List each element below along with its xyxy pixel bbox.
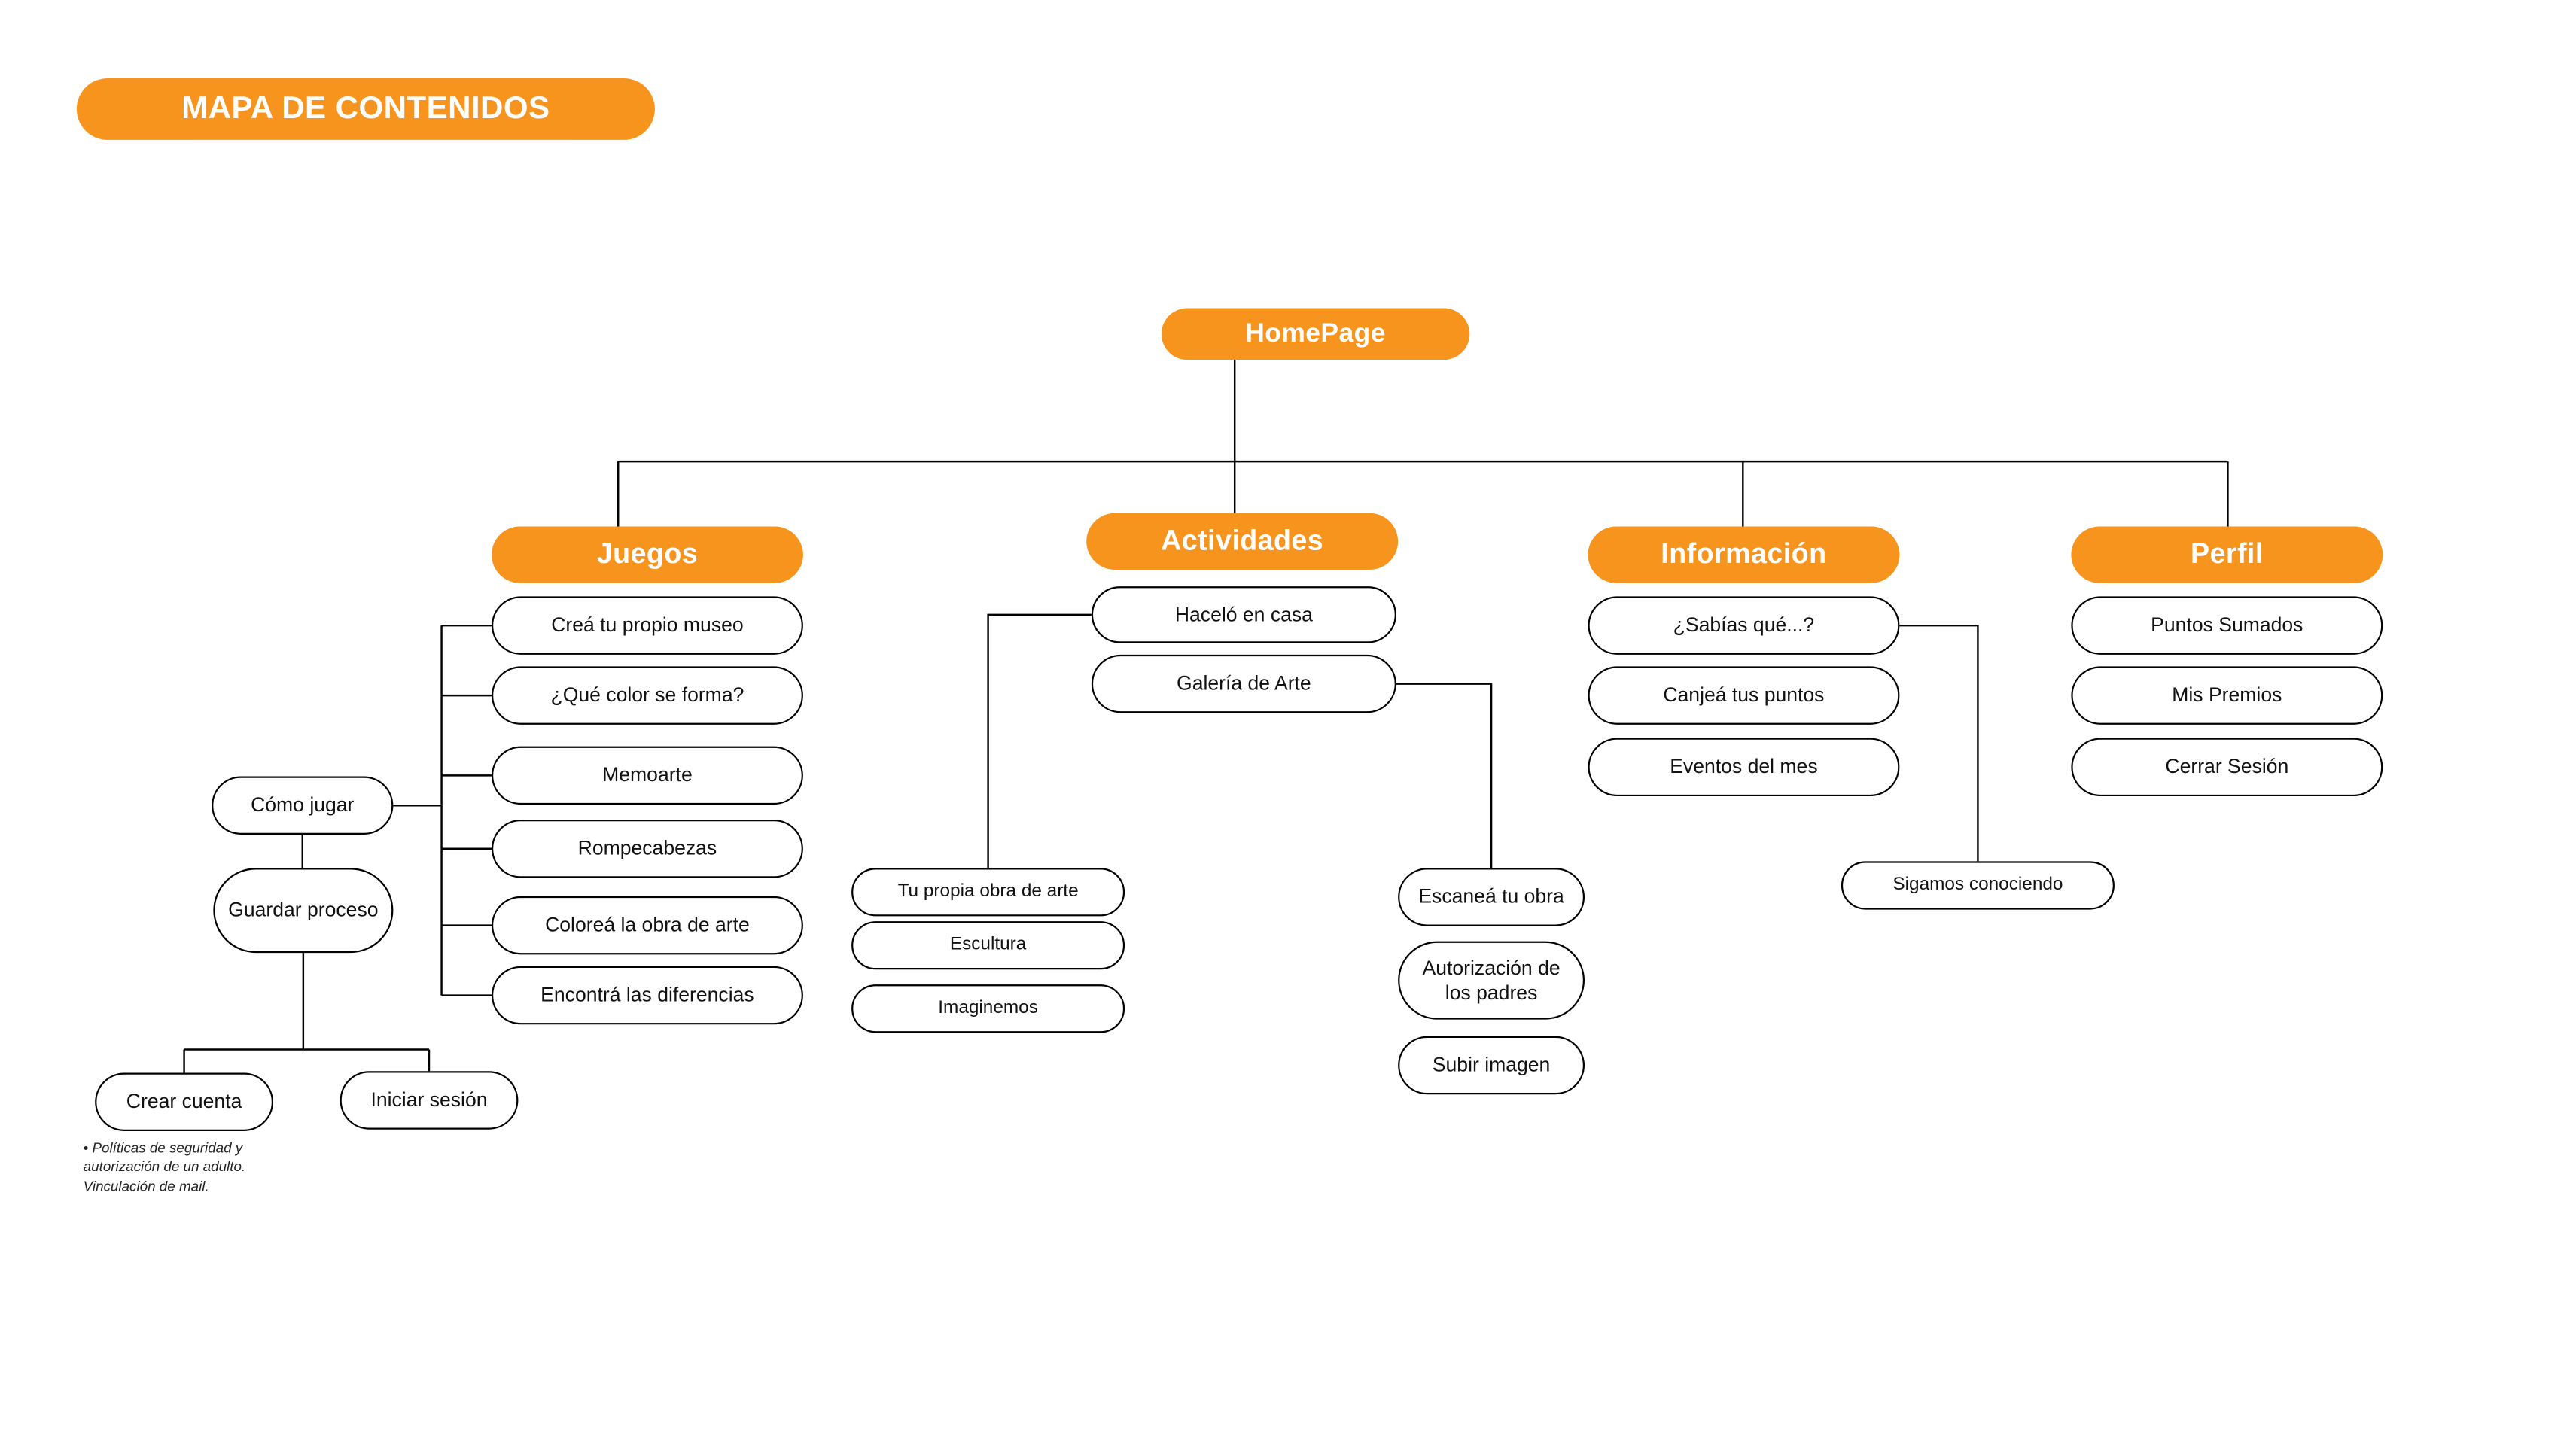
node-cerrar-sesion: Cerrar Sesión [2071, 738, 2383, 797]
node-encontra-las-diferencias: Encontrá las diferencias [491, 966, 803, 1025]
node-sigamos-conociendo: Sigamos conociendo [1841, 861, 2115, 910]
page-title-badge: MAPA DE CONTENIDOS [76, 78, 655, 140]
node-tu-propia-obra-de-arte: Tu propia obra de arte [851, 868, 1125, 917]
branch-header-actividades: Actividades [1086, 513, 1399, 570]
node-imaginemos: Imaginemos [851, 984, 1125, 1033]
branch-header-perfil: Perfil [2071, 526, 2383, 583]
node-canjea-tus-puntos: Canjeá tus puntos [1588, 666, 1900, 725]
node-mis-premios: Mis Premios [2071, 666, 2383, 725]
node-crea-tu-propio-museo: Creá tu propio museo [491, 596, 803, 655]
node-galeria-de-arte: Galería de Arte [1091, 654, 1396, 713]
node-escultura: Escultura [851, 921, 1125, 970]
node-crear-cuenta: Crear cuenta [95, 1072, 274, 1131]
node-guardar-proceso: Guardar proceso [213, 868, 394, 954]
node-iniciar-sesion: Iniciar sesión [340, 1071, 519, 1130]
node-eventos-del-mes: Eventos del mes [1588, 738, 1900, 797]
node-rompecabezas: Rompecabezas [491, 820, 803, 878]
node-colorea-la-obra-de-arte: Coloreá la obra de arte [491, 896, 803, 955]
branch-header-informacion: Información [1588, 526, 1900, 583]
node-memoarte: Memoarte [491, 746, 803, 805]
node-que-color-se-forma: ¿Qué color se forma? [491, 666, 803, 725]
branch-header-juegos: Juegos [491, 526, 803, 583]
node-sabias-que: ¿Sabías qué...? [1588, 596, 1900, 655]
node-hacelo-en-casa: Haceló en casa [1091, 586, 1396, 643]
node-como-jugar: Cómo jugar [212, 776, 394, 835]
homepage-node: HomePage [1161, 308, 1470, 360]
node-subir-imagen: Subir imagen [1398, 1036, 1585, 1095]
security-footnote: • Políticas de seguridad y autorización … [83, 1139, 246, 1194]
node-escanea-tu-obra: Escaneá tu obra [1398, 868, 1585, 926]
node-puntos-sumados: Puntos Sumados [2071, 596, 2383, 655]
node-autorizacion-de-los-padres: Autorización de los padres [1398, 941, 1585, 1020]
